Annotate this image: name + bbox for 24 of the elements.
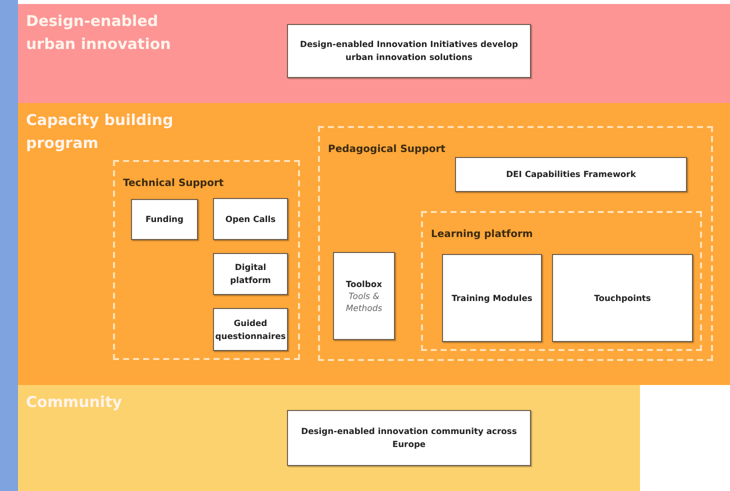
box-title: Toolbox	[346, 278, 382, 290]
group-frame	[113, 160, 300, 360]
group-frame	[318, 126, 713, 361]
group-heading: Technical Support	[123, 177, 225, 191]
layer-heading: Capacity building program	[26, 110, 174, 154]
text-box: Funding	[131, 199, 198, 240]
text-box: Open Calls	[213, 198, 288, 240]
group-heading: Learning platform	[431, 228, 534, 242]
group-frame	[421, 211, 702, 351]
layer-band	[18, 4, 730, 103]
layer-heading: Design-enabled urban innovation	[26, 11, 172, 55]
layer-band	[18, 385, 640, 491]
text-box: DEI Capabilities Framework	[455, 157, 687, 192]
group-heading: Pedagogical Support	[328, 143, 446, 157]
text-box: Training Modules	[442, 254, 542, 342]
text-box: Design-enabled Innovation Initiatives develop urban innovation solutions	[287, 24, 531, 78]
text-box: Design-enabled innovation community across Europe	[287, 410, 531, 466]
text-box: Guided questionnaires	[213, 308, 288, 351]
layer-band	[18, 103, 730, 385]
box-subtitle: Tools & Methods	[344, 290, 384, 314]
text-box	[333, 252, 395, 340]
text-box: Touchpoints	[552, 254, 693, 342]
text-box: Digital platform	[213, 253, 288, 295]
layer-heading: Community	[26, 392, 124, 413]
